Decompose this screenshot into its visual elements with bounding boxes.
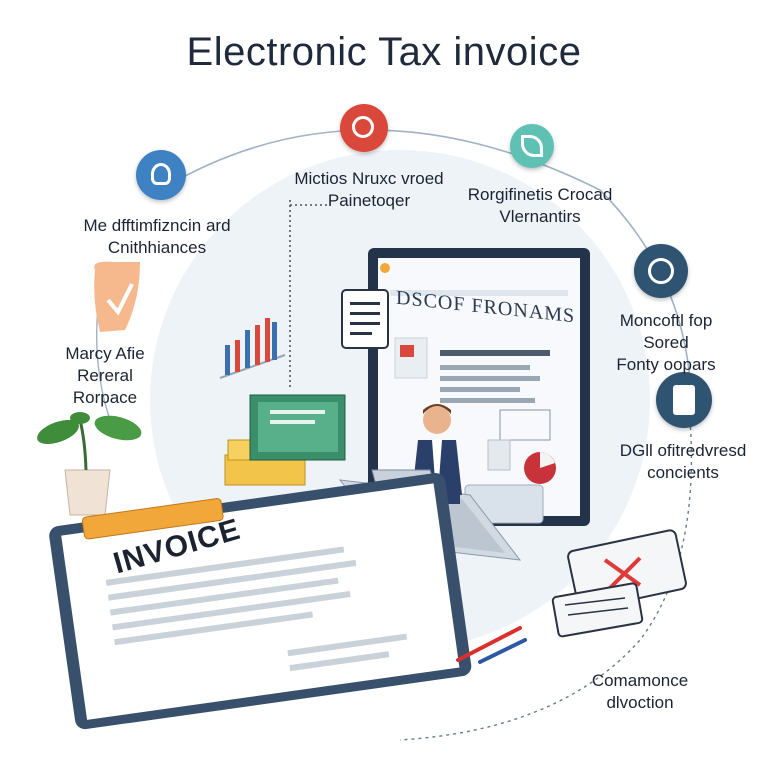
orbit-arc xyxy=(159,129,691,381)
target-icon xyxy=(340,104,388,152)
monitor xyxy=(368,248,590,526)
pen-icon xyxy=(456,626,522,662)
label-top-center: Mictios Nruxc vroed Painetoqer xyxy=(294,169,444,210)
plant-pot-icon xyxy=(37,412,142,516)
label-left-upper: Me dfftimfizncin ard Cnithhiances xyxy=(83,216,231,257)
tools-icon xyxy=(634,244,688,298)
label-bottom-right: Comamonce dlvoction xyxy=(591,671,689,712)
badge-icon xyxy=(136,150,186,200)
label-right-lower: DGll ofitredvresd concients xyxy=(619,441,747,482)
bar-chart-icon xyxy=(219,318,286,379)
label-top-right: Rorgifinetis Crocad Vlernantirs xyxy=(467,185,613,226)
orbit-dashed xyxy=(399,419,693,741)
page-title: Electronic Tax invoice xyxy=(186,30,582,74)
document-icon xyxy=(656,372,712,428)
money-stack-icon xyxy=(224,394,346,486)
label-right-upper: Moncoftl fop Sored Fonty oopars xyxy=(616,311,716,374)
check-card-icon xyxy=(94,261,140,332)
leaf-icon xyxy=(510,124,554,168)
invoice-clipboard xyxy=(49,473,472,730)
sticky-doc-icon xyxy=(341,289,389,349)
schedule-device-icon xyxy=(551,582,644,638)
label-left-lower: Marcy Afie Rereral Rorpace xyxy=(65,344,145,407)
